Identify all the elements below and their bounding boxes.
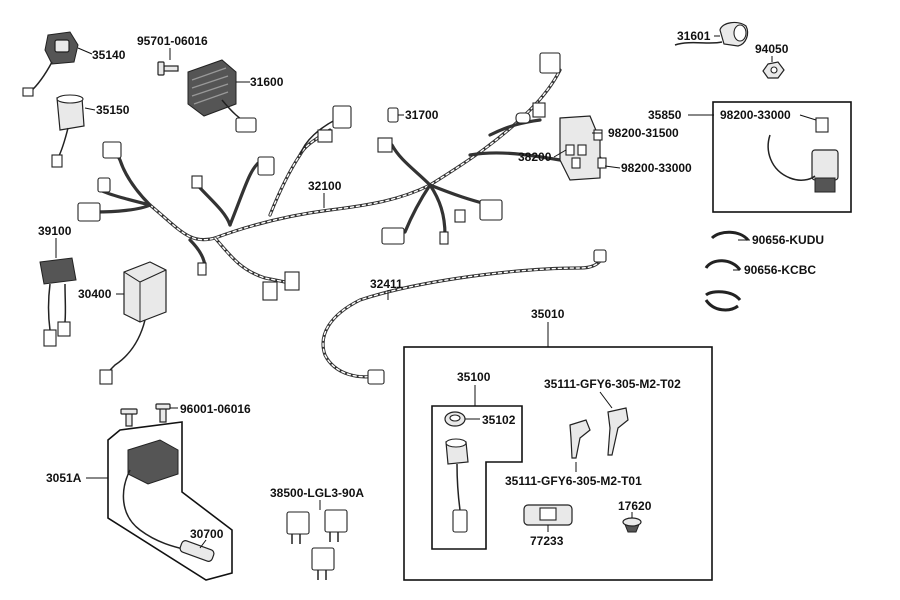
part-30400-cdi	[99, 261, 167, 385]
label-35140: 35140	[92, 48, 126, 62]
part-3051a-ignition-coil	[122, 439, 215, 562]
label-90656-kcbc: 90656-KCBC	[744, 263, 816, 277]
part-77233-clip	[523, 504, 573, 526]
part-95701-06016-bolt	[157, 61, 179, 76]
label-35100: 35100	[457, 370, 491, 384]
label-94050: 94050	[755, 42, 789, 56]
part-35150-relay	[51, 94, 85, 168]
label-31700: 31700	[405, 108, 439, 122]
part-17620-cap	[622, 517, 642, 533]
harness-connectors	[77, 52, 561, 301]
part-35111-keys	[569, 407, 629, 459]
label-31600: 31600	[250, 75, 284, 89]
part-38500-lgl3-90a-relays	[286, 509, 348, 580]
label-30700: 30700	[190, 527, 224, 541]
label-96001-06016: 96001-06016	[180, 402, 251, 416]
label-30400: 30400	[78, 287, 112, 301]
part-35100-switch	[445, 438, 469, 533]
part-90656-clamps	[704, 230, 750, 312]
label-3051a: 3051A	[46, 471, 82, 485]
part-35140-switch	[22, 31, 79, 97]
part-35850-starter-relay	[767, 117, 839, 193]
leader-lines	[55, 35, 817, 549]
frame-3051a	[107, 421, 233, 581]
part-31700-connector	[387, 107, 399, 123]
part-35102-cap	[444, 411, 466, 427]
part-31601-lock	[674, 21, 749, 47]
label-35010: 35010	[531, 307, 565, 321]
label-32100: 32100	[308, 179, 342, 193]
label-77233: 77233	[530, 534, 564, 548]
frame-35850	[712, 101, 852, 213]
part-32411-cable	[321, 249, 607, 385]
label-35102: 35102	[482, 413, 516, 427]
part-31600-regulator	[187, 59, 257, 133]
label-32411: 32411	[370, 277, 403, 291]
label-38500-lgl3-90a: 38500-LGL3-90A	[270, 486, 364, 500]
label-95701-06016: 95701-06016	[137, 34, 208, 48]
frame-35100	[431, 405, 523, 550]
label-98200-33000-a: 98200-33000	[720, 108, 791, 122]
part-94050-nut	[762, 61, 785, 79]
label-35111-t02: 35111-GFY6-305-M2-T02	[544, 377, 681, 391]
frame-35010	[403, 346, 713, 581]
label-39100: 39100	[38, 224, 72, 238]
part-38200-fuse-box	[559, 115, 607, 181]
label-38200: 38200	[518, 150, 552, 164]
label-31601: 31601	[677, 29, 711, 43]
part-39100-relay	[39, 257, 77, 347]
label-35111-t01: 35111-GFY6-305-M2-T01	[505, 474, 642, 488]
label-35850: 35850	[648, 108, 682, 122]
main-wire-harness	[93, 68, 602, 284]
part-96001-06016-bolts	[120, 403, 171, 427]
label-98200-33000-b: 98200-33000	[621, 161, 692, 175]
label-17620: 17620	[618, 499, 652, 513]
label-90656-kudu: 90656-KUDU	[752, 233, 824, 247]
label-35150: 35150	[96, 103, 130, 117]
label-98200-31500: 98200-31500	[608, 126, 679, 140]
